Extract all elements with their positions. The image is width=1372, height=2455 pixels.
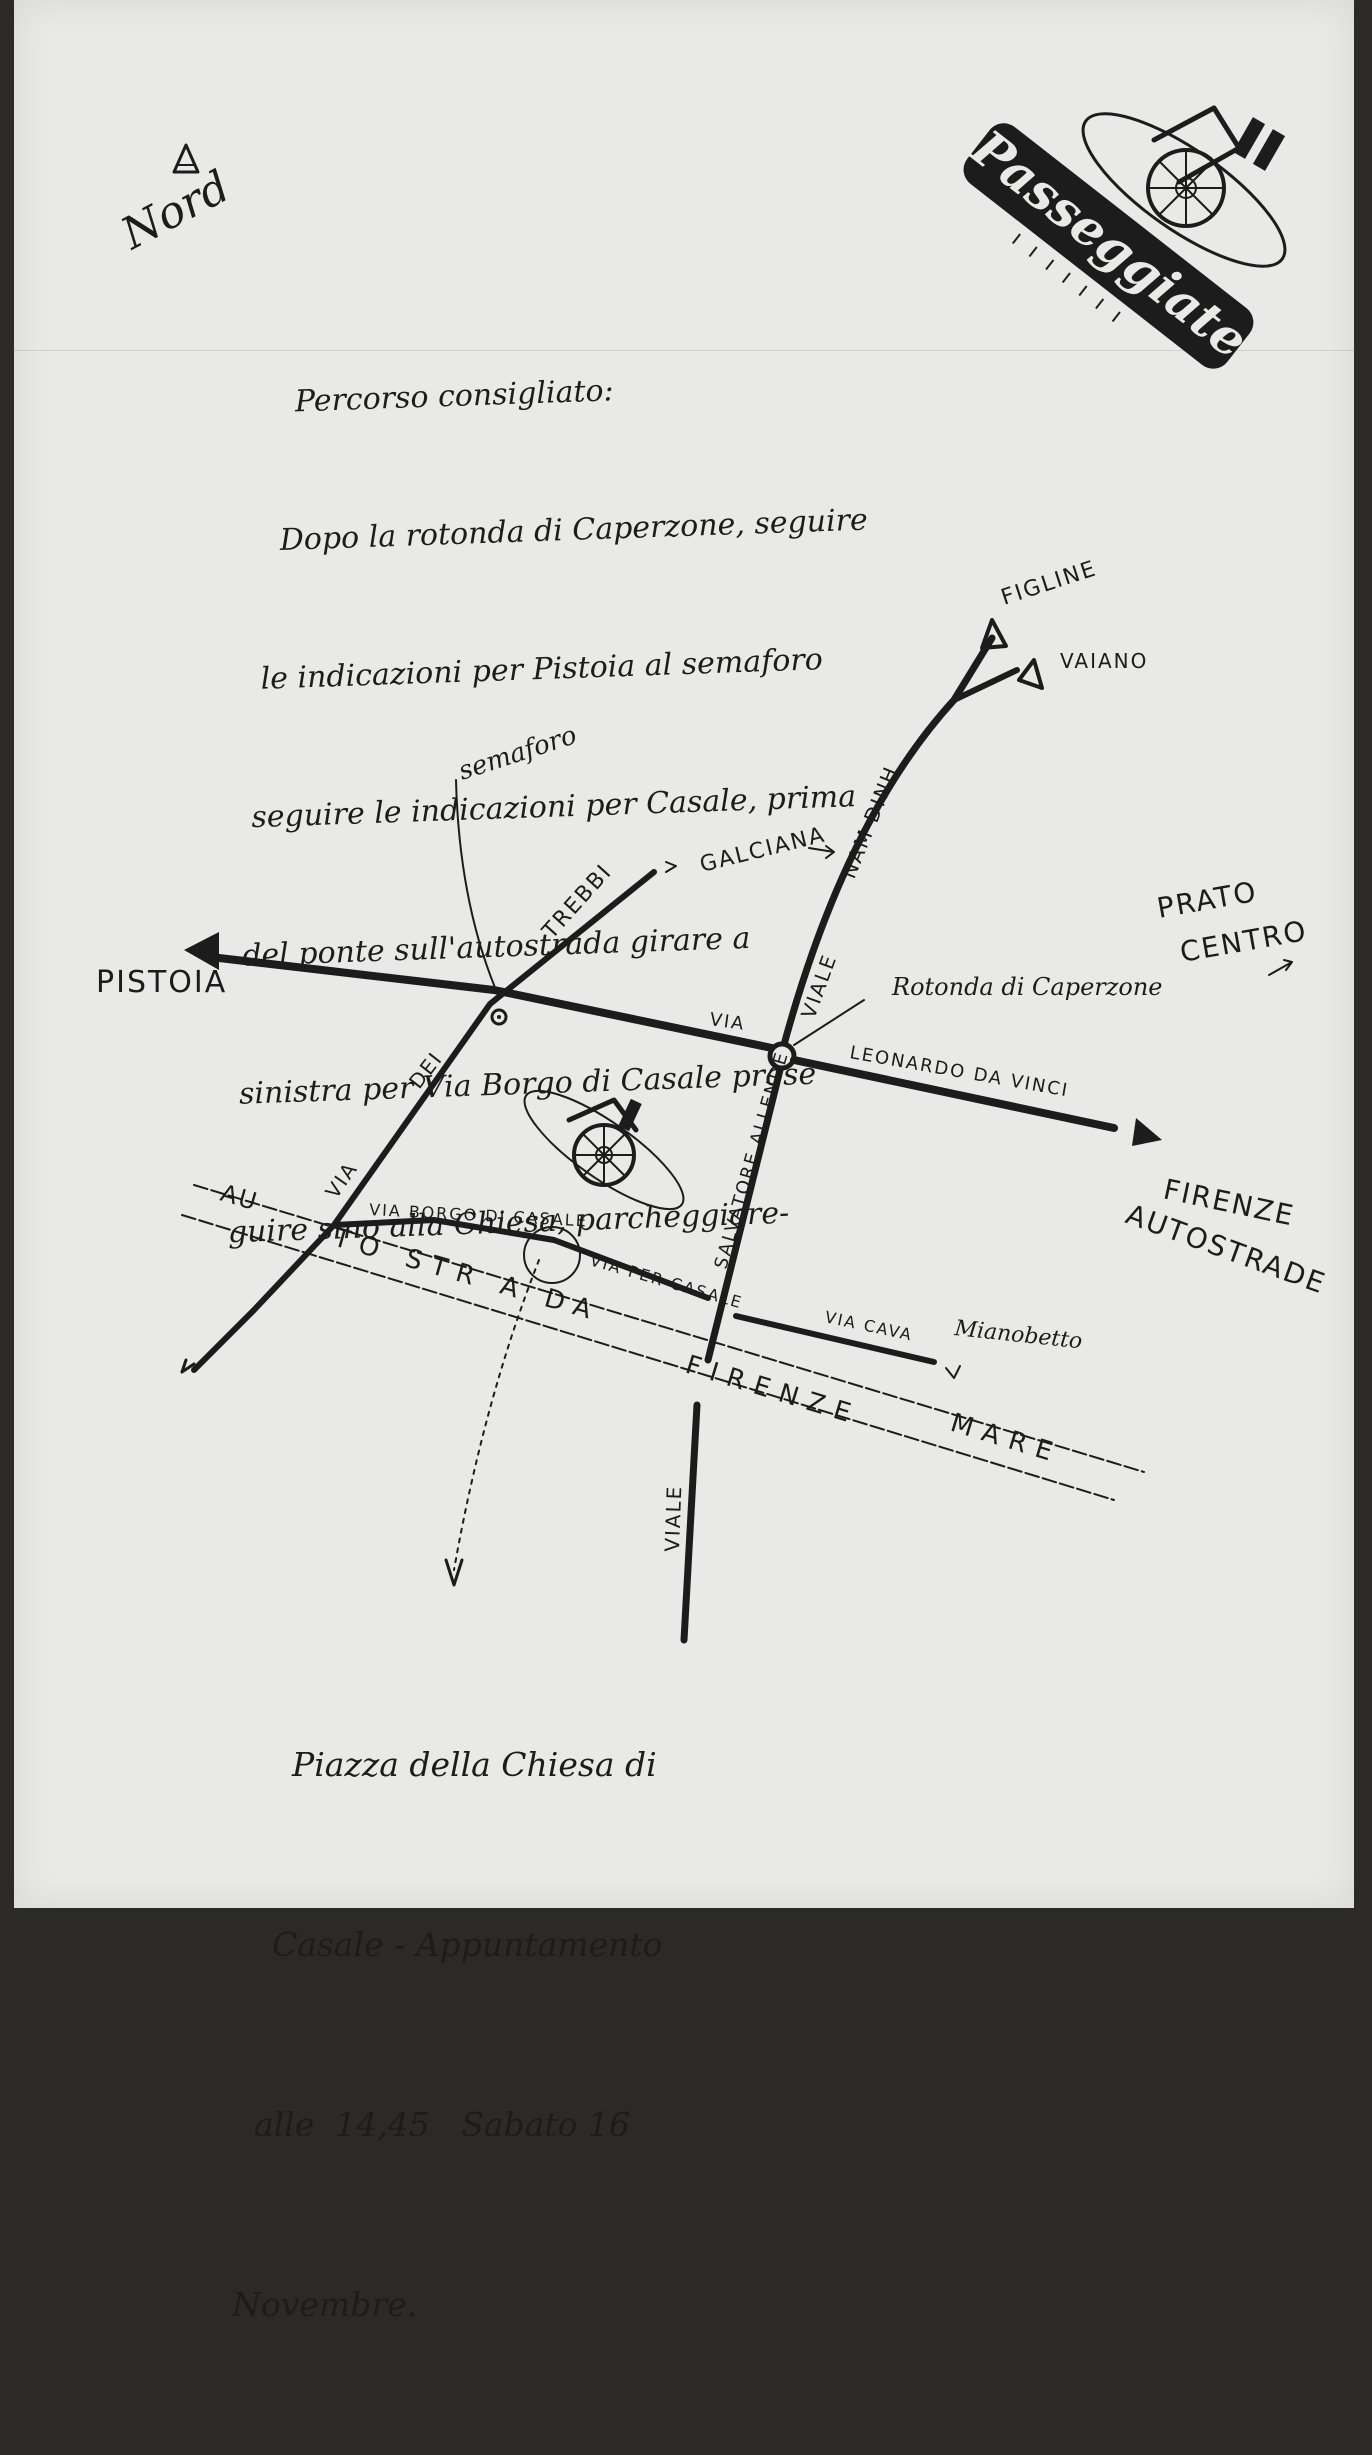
road-borgo-casale bbox=[331, 1217, 711, 1301]
galciana-arrow-icon bbox=[665, 861, 677, 873]
route-note-line: del ponte sull'autostrada girare a bbox=[241, 920, 751, 974]
route-note-line: Percorso consigliato: bbox=[294, 373, 615, 420]
label-via-1: VIA bbox=[708, 1009, 747, 1035]
label-rotonda: Rotonda di Caperzone bbox=[891, 973, 1163, 1001]
north-label: Nord bbox=[112, 161, 238, 260]
label-marchio: Mianobetto bbox=[952, 1316, 1083, 1354]
southwest-arrow-icon bbox=[180, 1358, 196, 1374]
paper-sheet: Nord Passeggiate ı ı ı ı ı ı ı bbox=[14, 0, 1354, 2324]
figline-arrow-icon bbox=[980, 618, 1008, 650]
logo: Passeggiate ı ı ı ı ı ı ı bbox=[959, 105, 1287, 370]
road-pistoia bbox=[215, 954, 776, 1052]
rotonda-circle bbox=[767, 1041, 797, 1071]
prato-arrow-icon bbox=[1268, 959, 1293, 976]
church-icon bbox=[523, 1089, 685, 1211]
label-vaiano: VAIANO bbox=[1060, 649, 1148, 673]
label-viale-2: VIALE bbox=[660, 1484, 686, 1552]
meeting-note-line: alle 14,45 Sabato 16 bbox=[254, 2105, 630, 2144]
road-leonardo bbox=[790, 1056, 1118, 1132]
rose-window-tower-icon bbox=[1081, 105, 1287, 268]
label-figline: FIGLINE bbox=[998, 556, 1100, 610]
semaforo-marker bbox=[490, 1008, 508, 1026]
logo-banner bbox=[963, 123, 1254, 369]
route-note-line: guire sino alla Chiesa, parcheggiare- bbox=[227, 1195, 790, 1251]
road-viale-south bbox=[680, 1401, 701, 1644]
meeting-note: Piazza della Chiesa di Casale - Appuntam… bbox=[232, 1615, 662, 2455]
meeting-note-line: Casale - Appuntamento bbox=[272, 1925, 663, 1964]
logo-text: Passeggiate bbox=[959, 117, 1259, 370]
fold-line bbox=[14, 350, 1354, 351]
road-via-cava bbox=[733, 1313, 937, 1365]
route-note-line: sinistra per Via Borgo di Casale prose bbox=[238, 1056, 817, 1112]
route-note: Percorso consigliato: Dopo la rotonda di… bbox=[219, 268, 896, 1348]
meeting-note-line: Piazza della Chiesa di bbox=[292, 1745, 657, 1784]
firenze-arrow-icon bbox=[1132, 1118, 1162, 1146]
label-firenze-mare-1: FIRENZE bbox=[682, 1350, 864, 1432]
label-firenze-mare-2: MARE bbox=[947, 1408, 1065, 1470]
route-note-line: seguire le indicazioni per Casale, prima bbox=[250, 779, 857, 836]
dotted-path bbox=[453, 1259, 540, 1571]
road-allende bbox=[704, 1058, 786, 1364]
vaiano-arrow-icon bbox=[1017, 658, 1044, 690]
meeting-note-line: Novembre. bbox=[232, 2285, 418, 2324]
route-note-line: le indicazioni per Pistoia al semaforo bbox=[260, 642, 824, 697]
label-prato-centro-1: PRATO bbox=[1154, 875, 1260, 925]
autostrada bbox=[181, 1184, 1145, 1501]
map-drawing: Nord Passeggiate ı ı ı ı ı ı ı bbox=[96, 105, 1331, 1644]
pistoia-arrow-icon bbox=[184, 932, 219, 970]
label-pistoia: PISTOIA bbox=[96, 965, 227, 1000]
road-nam-dinh bbox=[778, 634, 996, 1056]
roads bbox=[180, 618, 1293, 1644]
cava-arrow-icon bbox=[945, 1365, 961, 1379]
route-note-line: Dopo la rotonda di Caperzone, seguire bbox=[279, 502, 869, 559]
north-arrow-icon bbox=[172, 143, 200, 174]
